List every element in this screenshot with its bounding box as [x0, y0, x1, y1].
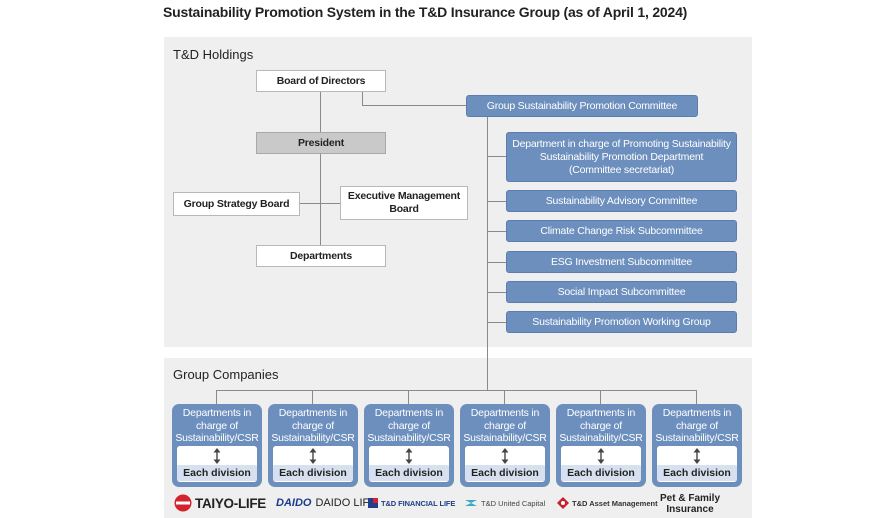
connector-company-6 — [696, 390, 697, 404]
company-unit-title: Departments in charge of Sustainability/… — [460, 407, 550, 445]
sustainability-working-group-box: Sustainability Promotion Working Group — [506, 311, 737, 333]
connector-branch-secretariat — [487, 156, 507, 157]
secretariat-line-2: Sustainability Promotion Department — [539, 150, 704, 163]
connector-company-5 — [600, 390, 601, 404]
connector-branch-1 — [487, 201, 507, 202]
company-unit-title: Departments in charge of Sustainability/… — [652, 407, 742, 445]
company-unit-title-line: Sustainability/CSR — [367, 432, 451, 444]
sustainability-advisory-committee-box: Sustainability Advisory Committee — [506, 190, 737, 212]
company-unit-title-line: charge of — [292, 419, 334, 432]
taiyo-life-text: TAIYO-LIFE — [195, 495, 266, 511]
company-unit-title: Departments in charge of Sustainability/… — [556, 407, 646, 445]
page-title: Sustainability Promotion System in the T… — [163, 4, 688, 20]
taiyo-life-logo: TAIYO-LIFE — [174, 492, 266, 514]
climate-change-risk-subcommittee-box: Climate Change Risk Subcommittee — [506, 220, 737, 242]
company-unit-6: Departments in charge of Sustainability/… — [652, 404, 742, 487]
company-unit-title-line: Departments in — [374, 407, 444, 419]
td-financial-mark-icon — [368, 498, 378, 508]
company-unit-5: Departments in charge of Sustainability/… — [556, 404, 646, 487]
company-unit-title-line: Sustainability/CSR — [271, 432, 355, 444]
executive-management-board-box: Executive Management Board — [340, 186, 468, 220]
social-impact-subcommittee-box: Social Impact Subcommittee — [506, 281, 737, 303]
company-unit-3: Departments in charge of Sustainability/… — [364, 404, 454, 487]
company-unit-title-line: Sustainability/CSR — [463, 432, 547, 444]
company-unit-1: Departments in charge of Sustainability/… — [172, 404, 262, 487]
connector-company-2 — [312, 390, 313, 404]
departments-box: Departments — [256, 245, 386, 267]
company-unit-title-line: Departments in — [470, 407, 540, 419]
taiyo-life-mark-icon — [174, 494, 192, 512]
company-unit-title-line: Sustainability/CSR — [175, 432, 259, 444]
company-unit-4: Departments in charge of Sustainability/… — [460, 404, 550, 487]
company-unit-2: Departments in charge of Sustainability/… — [268, 404, 358, 487]
each-division-label: Each division — [465, 465, 545, 481]
companies-label: Group Companies — [173, 367, 279, 382]
company-unit-title-line: Sustainability/CSR — [559, 432, 643, 444]
double-arrow-icon — [405, 448, 413, 464]
company-unit-title-line: charge of — [484, 419, 526, 432]
daido-life-logo: DAIDO DAIDO LIFE — [276, 492, 377, 514]
double-arrow-icon — [597, 448, 605, 464]
td-united-capital-mark-icon — [465, 500, 477, 506]
each-division-label: Each division — [177, 465, 257, 481]
connector-committee-trunk — [487, 117, 488, 390]
secretariat-line-3: (Committee secretariat) — [568, 163, 675, 176]
president-box: President — [256, 132, 386, 154]
daido-mark-text: DAIDO — [276, 497, 312, 509]
double-arrow-icon — [693, 448, 701, 464]
connector-company-3 — [408, 390, 409, 404]
connector-branch-4 — [487, 292, 507, 293]
company-unit-title-line: Departments in — [278, 407, 348, 419]
board-of-directors-box: Board of Directors — [256, 70, 386, 92]
connector-companies-bus — [216, 390, 697, 391]
company-unit-title: Departments in charge of Sustainability/… — [268, 407, 358, 445]
connector-board-president — [320, 91, 321, 255]
td-united-capital-logo: T&D United Capital — [465, 492, 545, 514]
connector-branch-2 — [487, 231, 507, 232]
connector-company-4 — [504, 390, 505, 404]
company-unit-title-line: charge of — [676, 419, 718, 432]
each-division-label: Each division — [561, 465, 641, 481]
td-asset-management-mark-icon — [557, 497, 569, 509]
connector-branch-5 — [487, 322, 507, 323]
connector-board-committee-h — [362, 105, 466, 106]
company-unit-title-line: Sustainability/CSR — [655, 432, 739, 444]
connector-board-committee-v — [362, 91, 363, 106]
company-unit-title-line: Departments in — [182, 407, 252, 419]
esg-investment-subcommittee-box: ESG Investment Subcommittee — [506, 251, 737, 273]
secretariat-line-1: Department in charge of Promoting Sustai… — [512, 137, 731, 150]
pet-family-text-line-2: Insurance — [666, 504, 714, 515]
group-strategy-board-box: Group Strategy Board — [173, 192, 300, 216]
company-unit-title-line: Departments in — [662, 407, 732, 419]
td-asset-management-logo: T&D Asset Management — [557, 492, 658, 514]
company-unit-title-line: charge of — [388, 419, 430, 432]
each-division-label: Each division — [657, 465, 737, 481]
each-division-label: Each division — [369, 465, 449, 481]
td-asset-management-text: T&D Asset Management — [572, 498, 658, 508]
td-united-capital-text: T&D United Capital — [481, 498, 546, 508]
td-financial-life-text: T&D FINANCIAL LIFE — [381, 498, 456, 508]
company-unit-title: Departments in charge of Sustainability/… — [172, 407, 262, 445]
company-unit-title-line: Departments in — [566, 407, 636, 419]
daido-life-text: DAIDO LIFE — [315, 497, 377, 509]
company-unit-title: Departments in charge of Sustainability/… — [364, 407, 454, 445]
connector-company-1 — [216, 390, 217, 404]
connector-branch-3 — [487, 262, 507, 263]
each-division-label: Each division — [273, 465, 353, 481]
holdings-label: T&D Holdings — [173, 47, 254, 62]
double-arrow-icon — [309, 448, 317, 464]
company-unit-title-line: charge of — [580, 419, 622, 432]
double-arrow-icon — [501, 448, 509, 464]
double-arrow-icon — [213, 448, 221, 464]
pet-family-text-line-1: Pet & Family — [660, 493, 721, 504]
pet-family-insurance-logo: Pet & Family Insurance — [660, 493, 720, 517]
secretariat-box: Department in charge of Promoting Sustai… — [506, 132, 737, 182]
company-unit-title-line: charge of — [196, 419, 238, 432]
td-financial-life-logo: T&D FINANCIAL LIFE — [368, 492, 455, 514]
connector-strategy-exec — [285, 203, 340, 204]
group-sustainability-committee-box: Group Sustainability Promotion Committee — [466, 95, 698, 117]
